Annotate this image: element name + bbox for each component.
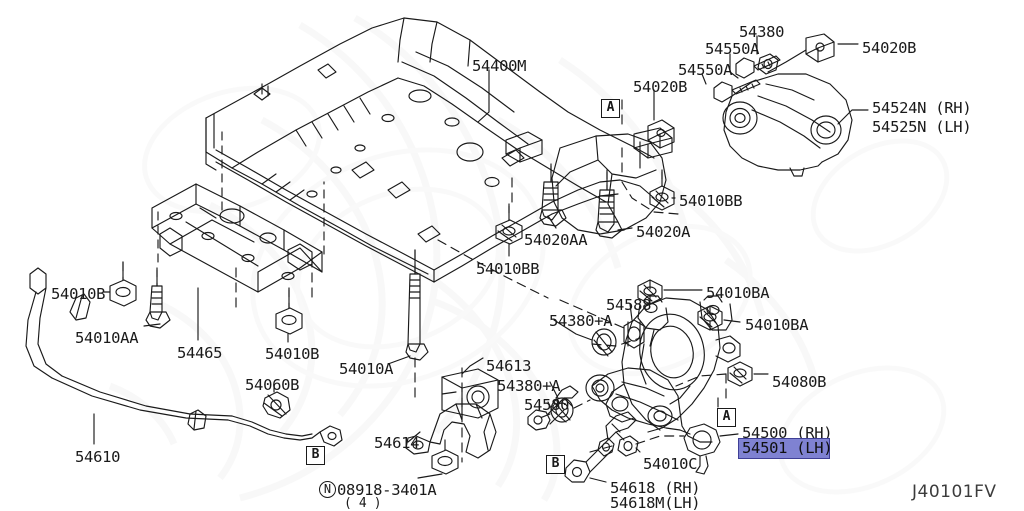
part-label-l_54010a[interactable]: 54010A bbox=[339, 360, 394, 378]
part-label-l_54618mlh[interactable]: 54618M(LH) bbox=[610, 494, 701, 511]
reference-marker-ref_b_right[interactable]: B bbox=[546, 455, 565, 474]
diagram-id-signature: J40101FV bbox=[912, 482, 997, 502]
part-label-l_54525n[interactable]: 54525N (LH) bbox=[872, 118, 972, 136]
part-label-l_54550a_1[interactable]: 54550A bbox=[705, 40, 760, 58]
part-label-l_54010bb_r[interactable]: 54010BB bbox=[679, 192, 743, 210]
part-label-l_08918q[interactable]: ( 4 ) bbox=[344, 496, 382, 511]
part-label-l_54500rh[interactable]: 54500 (RH) bbox=[742, 424, 833, 442]
reference-marker-ref_a_top[interactable]: A bbox=[601, 99, 620, 118]
note-badge-badge_n: N bbox=[319, 481, 336, 498]
part-label-l_54465[interactable]: 54465 bbox=[177, 344, 223, 362]
part-label-l_54010c[interactable]: 54010C bbox=[643, 455, 698, 473]
part-label-l_54010bb_l[interactable]: 54010BB bbox=[476, 260, 540, 278]
part-label-l_54400m[interactable]: 54400M bbox=[472, 57, 527, 75]
reference-marker-ref_a_bottom[interactable]: A bbox=[717, 408, 736, 427]
part-label-l_54020b_t[interactable]: 54020B bbox=[862, 39, 917, 57]
part-label-l_54020a[interactable]: 54020A bbox=[636, 223, 691, 241]
part-label-l_54010b_1[interactable]: 54010B bbox=[51, 285, 106, 303]
part-label-l_54524n[interactable]: 54524N (RH) bbox=[872, 99, 972, 117]
part-label-l_54614[interactable]: 54614 bbox=[374, 434, 420, 452]
part-label-l_54550a_2[interactable]: 54550A bbox=[678, 61, 733, 79]
highlighted-part-label-l_54501lh[interactable]: 54501 (LH) bbox=[738, 438, 833, 459]
reference-marker-ref_b_left[interactable]: B bbox=[306, 446, 325, 465]
part-label-l_54020aa[interactable]: 54020AA bbox=[524, 231, 588, 249]
part-label-l_54010aa[interactable]: 54010AA bbox=[75, 329, 139, 347]
part-label-l_54580[interactable]: 54580 bbox=[524, 396, 570, 414]
part-label-l_54613[interactable]: 54613 bbox=[486, 357, 532, 375]
part-label-l_54020b_m[interactable]: 54020B bbox=[633, 78, 688, 96]
part-label-l_54610[interactable]: 54610 bbox=[75, 448, 121, 466]
part-label-l_54060b[interactable]: 54060B bbox=[245, 376, 300, 394]
part-label-l_08918[interactable]: 08918-3401A bbox=[337, 481, 437, 499]
part-label-l_54010ba_1[interactable]: 54010BA bbox=[706, 284, 770, 302]
part-label-l_54588[interactable]: 54588 bbox=[606, 296, 652, 314]
part-label-l_54380[interactable]: 54380 bbox=[739, 23, 785, 41]
part-label-l_54010b_2[interactable]: 54010B bbox=[265, 345, 320, 363]
part-label-l_54080b[interactable]: 54080B bbox=[772, 373, 827, 391]
part-label-l_54010ba_2[interactable]: 54010BA bbox=[745, 316, 809, 334]
part-label-l_54380a_a[interactable]: 54380+A bbox=[549, 312, 613, 330]
part-label-l_54380a_b[interactable]: 54380+A bbox=[497, 377, 561, 395]
part-label-l_54618rh[interactable]: 54618 (RH) bbox=[610, 479, 701, 497]
